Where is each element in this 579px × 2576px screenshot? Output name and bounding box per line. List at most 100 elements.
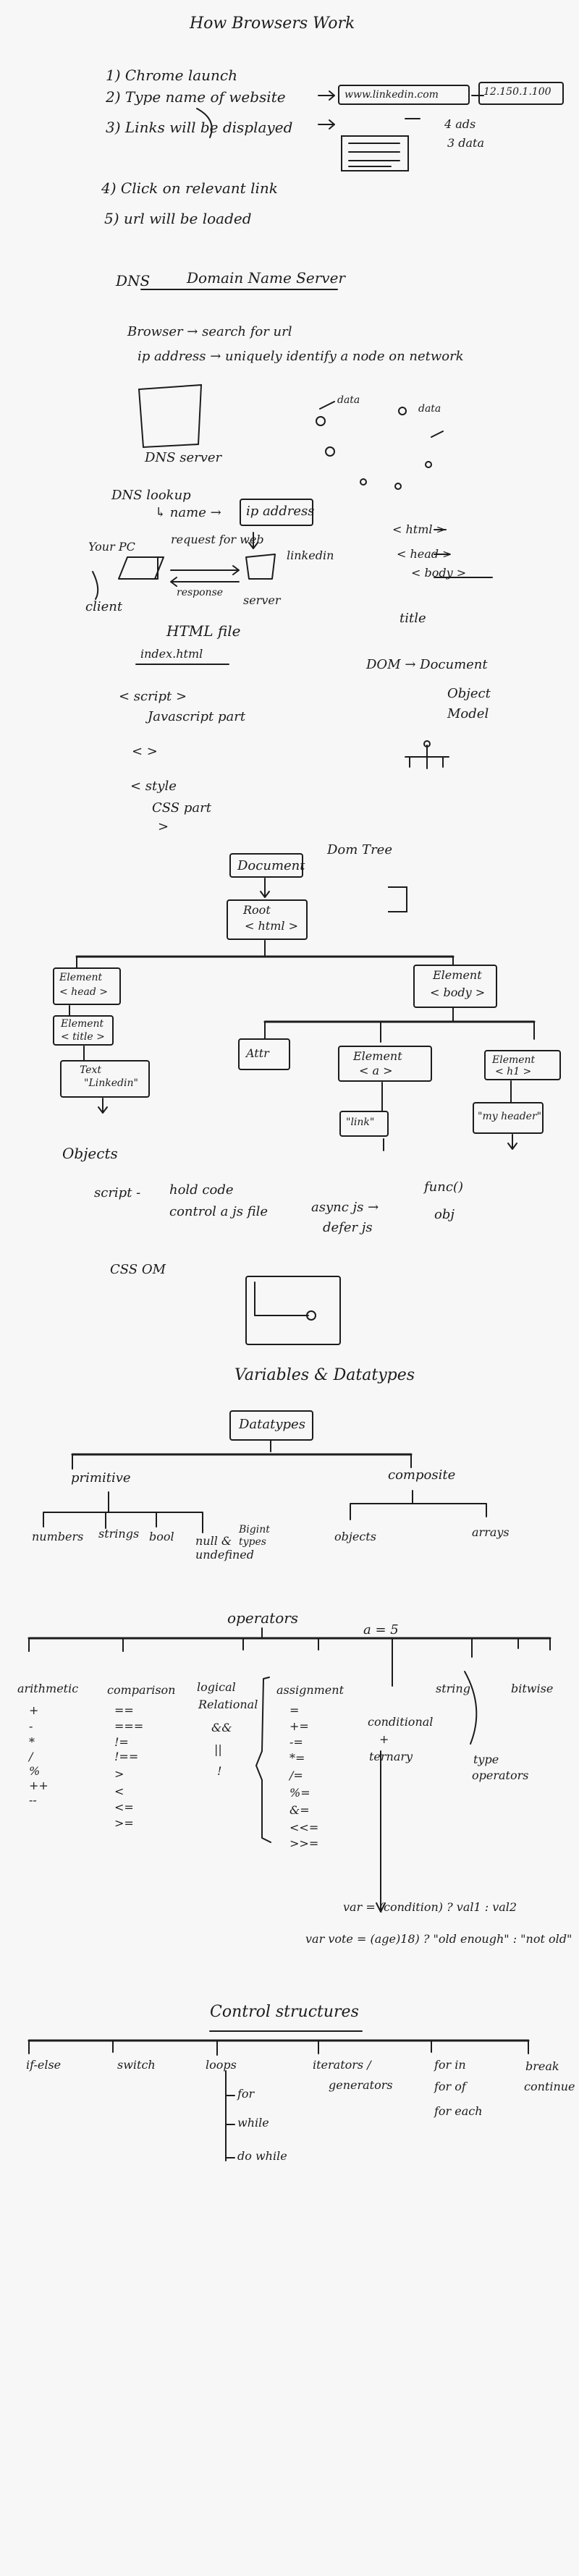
your-pc: Your PC	[88, 540, 135, 554]
script-tag: < script >	[119, 689, 187, 704]
attr-box	[238, 1038, 290, 1070]
arith-op: ++	[29, 1779, 48, 1792]
logical-op: ||	[214, 1742, 222, 1756]
switch-label: switch	[117, 2058, 156, 2072]
ternary-example: var = (condition) ? val1 : val2	[343, 1900, 517, 1914]
loops-label: loops	[206, 2058, 237, 2072]
arrow	[318, 119, 335, 130]
results-box	[341, 135, 409, 171]
root-tag: < html >	[245, 919, 299, 933]
objects-label: objects	[334, 1530, 376, 1543]
arith-op: -	[29, 1719, 33, 1733]
control-heading: Control structures	[210, 2003, 359, 2021]
css-part: CSS part	[152, 800, 211, 815]
assign-op: %=	[290, 1786, 310, 1800]
objects-heading: Objects	[62, 1145, 118, 1162]
forof-label: for of	[434, 2080, 466, 2093]
foreach-label: for each	[434, 2104, 483, 2118]
head-el-tag: < head >	[59, 986, 108, 998]
url-box	[338, 85, 470, 105]
link-text: "link"	[346, 1117, 375, 1128]
cond-plus: +	[379, 1732, 389, 1746]
client-label: client	[85, 599, 123, 614]
object-label: Object	[447, 686, 491, 701]
strings-label: strings	[98, 1527, 140, 1541]
title-el: Element	[61, 1018, 104, 1030]
func-label: func()	[424, 1179, 463, 1195]
while-label: while	[237, 2116, 269, 2130]
assign-op: /=	[290, 1768, 303, 1782]
bool-label: bool	[149, 1530, 174, 1543]
ip-address-box	[240, 499, 313, 526]
html-file: HTML file	[166, 622, 241, 640]
request-arrow	[170, 565, 240, 575]
bigint-label: Bigint types	[239, 1524, 270, 1548]
ads-count: 4 ads	[444, 117, 476, 131]
script-label: script -	[94, 1185, 141, 1200]
arith-op: *	[29, 1735, 35, 1749]
forin-label: for in	[434, 2058, 466, 2072]
assign-op: >>=	[290, 1836, 319, 1850]
ip-box	[478, 82, 564, 105]
text-node-label: Text	[80, 1064, 102, 1076]
model-label: Model	[447, 706, 489, 721]
step-4: 4) Click on relevant link	[101, 179, 278, 197]
dns-line1: Browser → search for url	[127, 324, 292, 339]
assign-op: -=	[290, 1735, 303, 1749]
string-label: string	[436, 1682, 470, 1695]
assign-op: <<=	[290, 1821, 319, 1834]
a-el-tag: < a >	[359, 1064, 393, 1077]
h1-text-box	[473, 1102, 544, 1134]
dom-tree-label: Dom Tree	[327, 842, 392, 857]
cond-label: conditional	[368, 1715, 434, 1729]
relational-label: Relational	[198, 1698, 258, 1711]
dots-b: data	[418, 403, 441, 415]
doc-icon	[388, 886, 407, 912]
arith-op: %	[29, 1764, 41, 1778]
index-html: index.html	[140, 647, 203, 661]
ip-text: 12.150.1.100	[483, 86, 551, 98]
document-box	[229, 853, 303, 878]
for-label: for	[237, 2087, 255, 2101]
control-js: control a js file	[169, 1204, 269, 1219]
arith-op: --	[29, 1793, 37, 1807]
h1-el-tag: < h1 >	[495, 1066, 532, 1077]
a-el: Element	[353, 1049, 402, 1063]
hold-code: hold code	[169, 1182, 234, 1198]
step-3: 3) Links will be displayed	[106, 119, 293, 136]
document-label: Document	[237, 858, 305, 873]
numbers-label: numbers	[32, 1530, 84, 1543]
name-arrow: ↳ name →	[155, 505, 221, 520]
comp-op: !==	[114, 1750, 139, 1763]
datatypes-label: Datatypes	[239, 1417, 305, 1432]
body-el-tag: < body >	[430, 986, 486, 999]
url-text: www.linkedin.com	[345, 89, 439, 101]
dns-server-label: DNS server	[145, 450, 222, 465]
h1-text: "my header"	[478, 1111, 542, 1122]
dns-server-box	[138, 384, 203, 449]
dns-heading: DNS	[116, 272, 151, 289]
js-part: Javascript part	[148, 709, 246, 724]
step-2: 2) Type name of website	[106, 88, 286, 106]
operators-heading: operators	[227, 1609, 299, 1627]
root-label: Root	[243, 903, 271, 917]
null-undef-label: null & undefined	[195, 1534, 255, 1562]
break-label: break	[525, 2059, 559, 2073]
scatter-nodes	[316, 401, 444, 490]
arith-op: +	[29, 1703, 39, 1717]
iterators-label: iterators /	[313, 2058, 371, 2072]
comp-op: !=	[114, 1735, 129, 1749]
dowhile-label: do while	[237, 2149, 287, 2163]
text-box	[60, 1060, 150, 1098]
angles: < >	[132, 744, 158, 759]
logical-op: &&	[211, 1721, 232, 1734]
comp-op: ===	[114, 1719, 144, 1733]
results-lines	[348, 143, 400, 167]
step-1: 1) Chrome launch	[106, 67, 237, 84]
title-box	[53, 1015, 114, 1046]
head-el: Element	[59, 972, 103, 983]
root-box	[227, 899, 308, 940]
close-angle: >	[158, 819, 169, 834]
